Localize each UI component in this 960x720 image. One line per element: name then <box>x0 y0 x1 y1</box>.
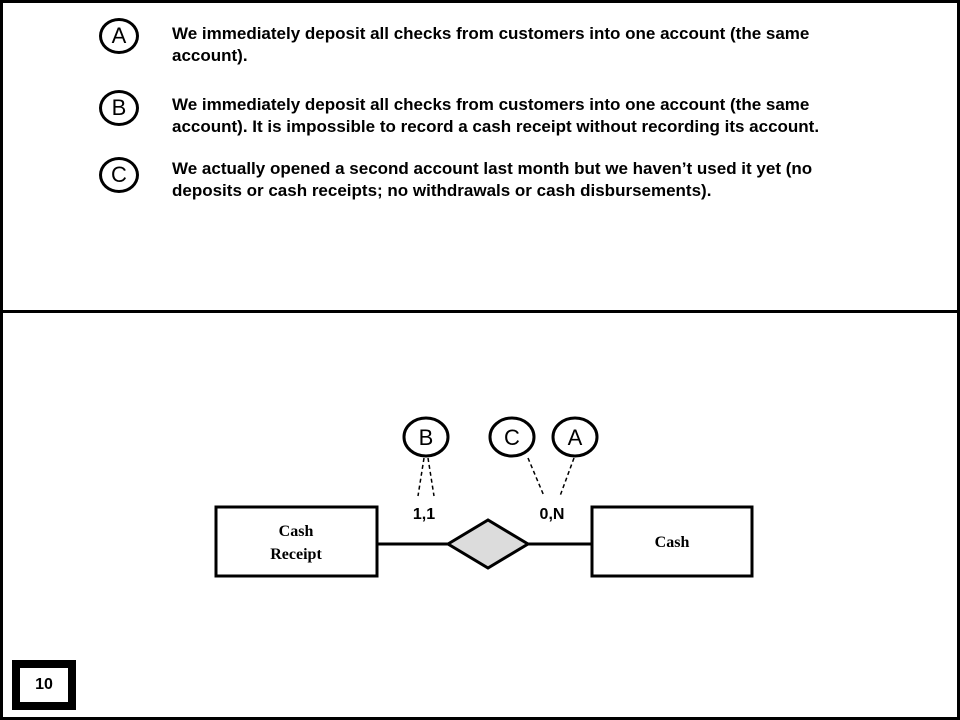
diagram-circle-b-letter: B <box>419 425 434 450</box>
statement-b-text: We immediately deposit all checks from c… <box>172 94 902 138</box>
statement-b-circle: B <box>99 90 139 126</box>
diagram-circle-a-letter: A <box>568 425 583 450</box>
diagram-circle-b <box>402 416 450 458</box>
cash-entity <box>590 505 754 578</box>
statement-a-text: We immediately deposit all checks from c… <box>172 23 902 67</box>
diagram-circle-a <box>551 416 599 458</box>
diagram-circle-c <box>488 416 536 458</box>
right-cardinality: 0,N <box>540 506 565 523</box>
statement-a-letter: A <box>111 23 127 48</box>
left-cardinality: 1,1 <box>413 506 435 523</box>
page-number: 10 <box>20 668 68 702</box>
statement-c-letter: C <box>111 162 127 187</box>
statement-c-text: We actually opened a second account last… <box>172 158 902 202</box>
statement-b-line2: account). It is impossible to record a c… <box>172 117 820 136</box>
statements-panel <box>0 0 960 314</box>
relationship-diamond <box>445 518 531 570</box>
cash-label: Cash <box>655 534 690 551</box>
diagram-circle-c-letter: C <box>504 425 520 450</box>
statement-c-line1: We actually opened a second account last… <box>172 159 813 178</box>
statement-a-circle: A <box>99 18 139 54</box>
connector-c <box>527 457 545 497</box>
cash-receipt-label-line2: Receipt <box>270 546 322 563</box>
connector-a <box>559 457 575 497</box>
statement-a-line2: account). <box>172 46 248 65</box>
cash-receipt-label-line1: Cash <box>279 523 314 540</box>
statement-c-circle: C <box>99 157 139 193</box>
statement-a-line1: We immediately deposit all checks from c… <box>172 24 810 43</box>
connector-b-left <box>417 457 425 497</box>
cash-receipt-entity <box>214 505 379 578</box>
statement-c-line2: deposits or cash receipts; no withdrawal… <box>172 181 712 200</box>
diagram-panel <box>0 310 960 720</box>
statement-b-letter: B <box>111 95 127 120</box>
connector-b-right <box>427 457 435 497</box>
statement-b-line1: We immediately deposit all checks from c… <box>172 95 810 114</box>
page-number-box: 10 <box>12 660 76 710</box>
